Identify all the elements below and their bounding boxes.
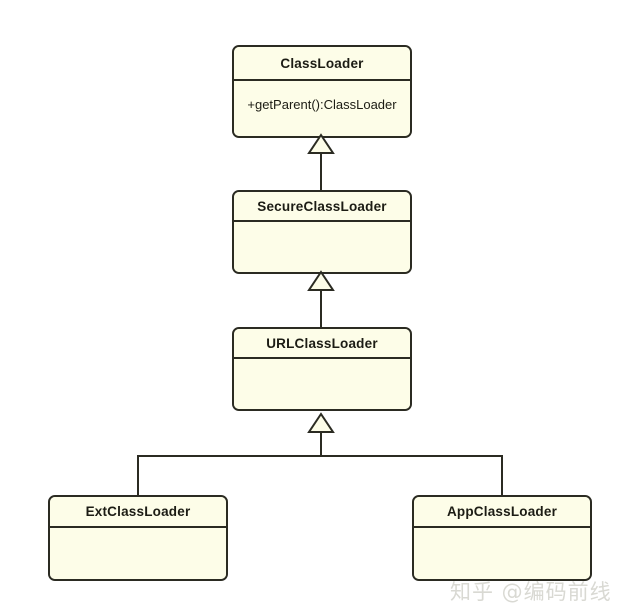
class-box-appclassloader[interactable]: AppClassLoader (412, 495, 592, 581)
class-title-row-classloader: ClassLoader (234, 47, 410, 81)
connector-fork-bar (137, 455, 503, 457)
connector-secure-to-classloader (320, 151, 322, 190)
class-body-appclassloader (414, 528, 590, 579)
connector-fork-left-drop (137, 455, 139, 495)
class-box-extclassloader[interactable]: ExtClassLoader (48, 495, 228, 581)
generalization-arrowhead-urlclassloader (307, 412, 335, 433)
class-title-row-appclassloader: AppClassLoader (414, 497, 590, 528)
connector-fork-stem (320, 430, 322, 456)
class-title-row-secureclassloader: SecureClassLoader (234, 192, 410, 222)
class-box-classloader[interactable]: ClassLoader +getParent():ClassLoader (232, 45, 412, 138)
generalization-arrowhead-secure (307, 270, 335, 291)
class-name-appclassloader: AppClassLoader (446, 504, 558, 519)
class-body-extclassloader (50, 528, 226, 579)
class-body-urlclassloader (234, 359, 410, 409)
class-box-secureclassloader[interactable]: SecureClassLoader (232, 190, 412, 274)
class-name-urlclassloader: URLClassLoader (266, 335, 378, 351)
class-box-urlclassloader[interactable]: URLClassLoader (232, 327, 412, 411)
class-title-row-urlclassloader: URLClassLoader (234, 329, 410, 359)
class-name-secureclassloader: SecureClassLoader (257, 198, 387, 214)
generalization-arrowhead-classloader (307, 133, 335, 154)
class-member-getparent: +getParent():ClassLoader (247, 97, 397, 112)
class-body-classloader: +getParent():ClassLoader (234, 81, 410, 136)
class-body-secureclassloader (234, 222, 410, 272)
connector-fork-right-drop (501, 455, 503, 495)
class-name-classloader: ClassLoader (280, 55, 364, 71)
connector-url-to-secure (320, 288, 322, 327)
class-name-extclassloader: ExtClassLoader (85, 504, 191, 519)
class-title-row-extclassloader: ExtClassLoader (50, 497, 226, 528)
